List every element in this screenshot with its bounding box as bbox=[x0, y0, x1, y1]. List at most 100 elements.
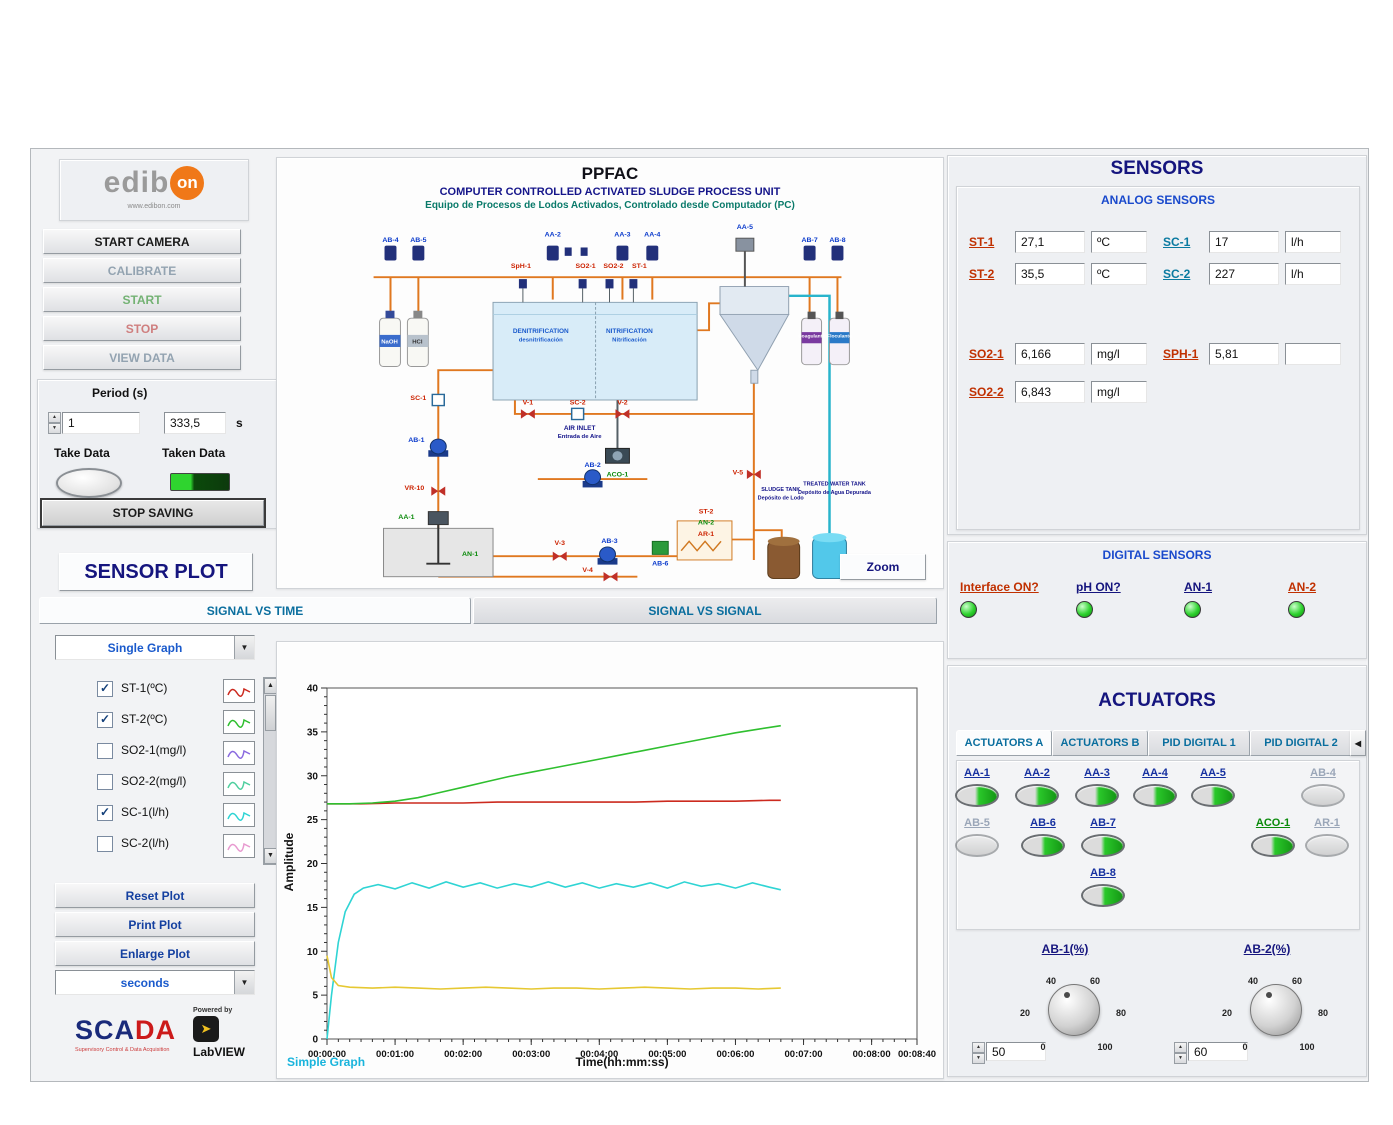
channel-checkbox-so2-2-mg-l[interactable] bbox=[97, 774, 113, 790]
actuator-switch-ab-7: AB-7 bbox=[1077, 817, 1129, 857]
actuator-switch-toggle-ab-7[interactable] bbox=[1081, 834, 1125, 857]
actuator-switch-name: AB-6 bbox=[1030, 817, 1056, 829]
heater-ar1 bbox=[676, 520, 733, 561]
stop-button[interactable]: STOP bbox=[43, 316, 241, 341]
flow-sensor-sc2-icon bbox=[570, 407, 585, 421]
start-button[interactable]: START bbox=[43, 287, 241, 312]
ab1-knob[interactable] bbox=[1048, 984, 1100, 1036]
tab-scroll-left-icon[interactable]: ◀ bbox=[1350, 730, 1366, 756]
actuator-switch-toggle-ab-5[interactable] bbox=[955, 834, 999, 857]
actuator-switch-toggle-ab-8[interactable] bbox=[1081, 884, 1125, 907]
diagram-label-denit1: DENITRIFICATION bbox=[513, 328, 569, 335]
stop-saving-button[interactable]: STOP SAVING bbox=[42, 500, 264, 526]
spin-down-icon[interactable]: ▼ bbox=[48, 423, 61, 434]
diagram-label-ab4: AB-4 bbox=[382, 237, 399, 244]
chevron-down-icon[interactable]: ▼ bbox=[234, 971, 254, 994]
svg-text:00:04:00: 00:04:00 bbox=[580, 1049, 618, 1060]
channel-checkbox-so2-1-mg-l[interactable] bbox=[97, 743, 113, 759]
digital-sensor-name: Interface ON? bbox=[960, 580, 1039, 594]
actuator-switch-toggle-ar-1[interactable] bbox=[1305, 834, 1349, 857]
actuator-tab-pid-digital-2[interactable]: PID DIGITAL 2 bbox=[1250, 730, 1352, 756]
channel-checkbox-sc-1-l-h[interactable]: ✓ bbox=[97, 805, 113, 821]
diagram-label-nitr1: NITRIFICATION bbox=[606, 328, 653, 335]
actuator-switch-toggle-ab-6[interactable] bbox=[1021, 834, 1065, 857]
channel-row-st-1-c: ✓ST-1(ºC) bbox=[97, 679, 327, 705]
taken-data-label: Taken Data bbox=[162, 446, 226, 460]
actuator-tab-actuators-b[interactable]: ACTUATORS B bbox=[1052, 730, 1148, 756]
actuator-switch-name: AA-2 bbox=[1024, 767, 1050, 779]
tab-signal-vs-signal[interactable]: SIGNAL VS SIGNAL bbox=[473, 597, 937, 624]
x-axis-label: Time(hh:mm:ss) bbox=[575, 1055, 668, 1069]
scrollbar-thumb[interactable] bbox=[265, 695, 276, 731]
spin-up-icon[interactable]: ▲ bbox=[48, 412, 61, 423]
period-spinner[interactable]: ▲▼ 1 bbox=[48, 412, 140, 434]
actuator-tab-actuators-a[interactable]: ACTUATORS A bbox=[956, 730, 1052, 756]
channel-checkbox-sc-2-l-h[interactable] bbox=[97, 836, 113, 852]
diagram-label-aa1: AA-1 bbox=[398, 514, 415, 521]
enlarge-plot-button[interactable]: Enlarge Plot bbox=[55, 941, 255, 966]
time-unit-dropdown[interactable]: seconds ▼ bbox=[55, 970, 255, 995]
print-plot-button[interactable]: Print Plot bbox=[55, 912, 255, 937]
series-sc-1 bbox=[326, 881, 781, 1040]
channel-legend-icon[interactable] bbox=[223, 834, 255, 858]
start-camera-button[interactable]: START CAMERA bbox=[43, 229, 241, 254]
diagram-label-air1: AIR INLET bbox=[564, 425, 596, 432]
diagram-label-sludge2: Depósito de Lodo bbox=[758, 496, 805, 502]
spin-down-icon[interactable]: ▼ bbox=[1174, 1053, 1187, 1064]
period-value-field[interactable]: 1 bbox=[62, 412, 140, 434]
powered-by-label: Powered by bbox=[193, 1007, 233, 1014]
knob-tick-label: 40 bbox=[1045, 976, 1057, 986]
actuator-switch-toggle-aa-3[interactable] bbox=[1075, 784, 1119, 807]
graph-mode-dropdown[interactable]: Single Graph ▼ bbox=[55, 635, 255, 660]
diagram-label-sludge1: SLUDGE TANK bbox=[761, 487, 800, 493]
ab2-value-spinner[interactable]: ▲▼ 60 bbox=[1174, 1042, 1248, 1064]
diagram-label-v4: V-4 bbox=[582, 567, 593, 574]
ab1-value-field[interactable]: 50 bbox=[986, 1042, 1046, 1061]
actuator-switch-toggle-aco-1[interactable] bbox=[1251, 834, 1295, 857]
spin-up-icon[interactable]: ▲ bbox=[1174, 1042, 1187, 1053]
spin-up-icon[interactable]: ▲ bbox=[972, 1042, 985, 1053]
actuator-tab-pid-digital-1[interactable]: PID DIGITAL 1 bbox=[1148, 730, 1250, 756]
actuator-switch-toggle-aa-5[interactable] bbox=[1191, 784, 1235, 807]
reset-plot-button[interactable]: Reset Plot bbox=[55, 883, 255, 908]
spin-down-icon[interactable]: ▼ bbox=[972, 1053, 985, 1064]
tab-signal-vs-time[interactable]: SIGNAL VS TIME bbox=[39, 597, 471, 624]
ab2-knob[interactable] bbox=[1250, 984, 1302, 1036]
actuator-switch-toggle-aa-4[interactable] bbox=[1133, 784, 1177, 807]
calibrate-button[interactable]: CALIBRATE bbox=[43, 258, 241, 283]
svg-text:00:06:00: 00:06:00 bbox=[716, 1049, 754, 1060]
channel-legend-icon[interactable] bbox=[223, 803, 255, 827]
sensors-title: SENSORS bbox=[1110, 158, 1204, 179]
channel-checkbox-st-1-c[interactable]: ✓ bbox=[97, 681, 113, 697]
digital-led-ph-on bbox=[1076, 601, 1093, 618]
scada-logo-text: SCA bbox=[75, 1015, 136, 1045]
zoom-button[interactable]: Zoom bbox=[840, 554, 926, 580]
take-data-toggle[interactable] bbox=[56, 468, 122, 498]
actuator-switch-toggle-ab-4[interactable] bbox=[1301, 784, 1345, 807]
channel-legend-icon[interactable] bbox=[223, 772, 255, 796]
channel-legend-icon[interactable] bbox=[223, 679, 255, 703]
channel-checkbox-st-2-c[interactable]: ✓ bbox=[97, 712, 113, 728]
diagram-label-v5: V-5 bbox=[733, 470, 744, 477]
ab2-value-field[interactable]: 60 bbox=[1188, 1042, 1248, 1061]
chevron-down-icon[interactable]: ▼ bbox=[234, 636, 254, 659]
actuator-switch-toggle-aa-2[interactable] bbox=[1015, 784, 1059, 807]
actuator-switch-toggle-aa-1[interactable] bbox=[955, 784, 999, 807]
channel-label: SC-2(l/h) bbox=[121, 836, 170, 850]
ab1-value-spinner[interactable]: ▲▼ 50 bbox=[972, 1042, 1046, 1064]
channel-legend-icon[interactable] bbox=[223, 710, 255, 734]
svg-text:00:00:00: 00:00:00 bbox=[308, 1049, 346, 1060]
channel-list: ✓ST-1(ºC)✓ST-2(ºC)SO2-1(mg/l)SO2-2(mg/l)… bbox=[97, 679, 327, 869]
diagram-label-sph1: SpH-1 bbox=[511, 263, 531, 270]
view-data-button[interactable]: VIEW DATA bbox=[43, 345, 241, 370]
ab2-knob-label: AB-2(%) bbox=[1243, 942, 1291, 956]
diagram-label-ab5: AB-5 bbox=[410, 237, 427, 244]
actuator-switch-ab-4: AB-4 bbox=[1297, 767, 1349, 807]
channel-legend-icon[interactable] bbox=[223, 741, 255, 765]
